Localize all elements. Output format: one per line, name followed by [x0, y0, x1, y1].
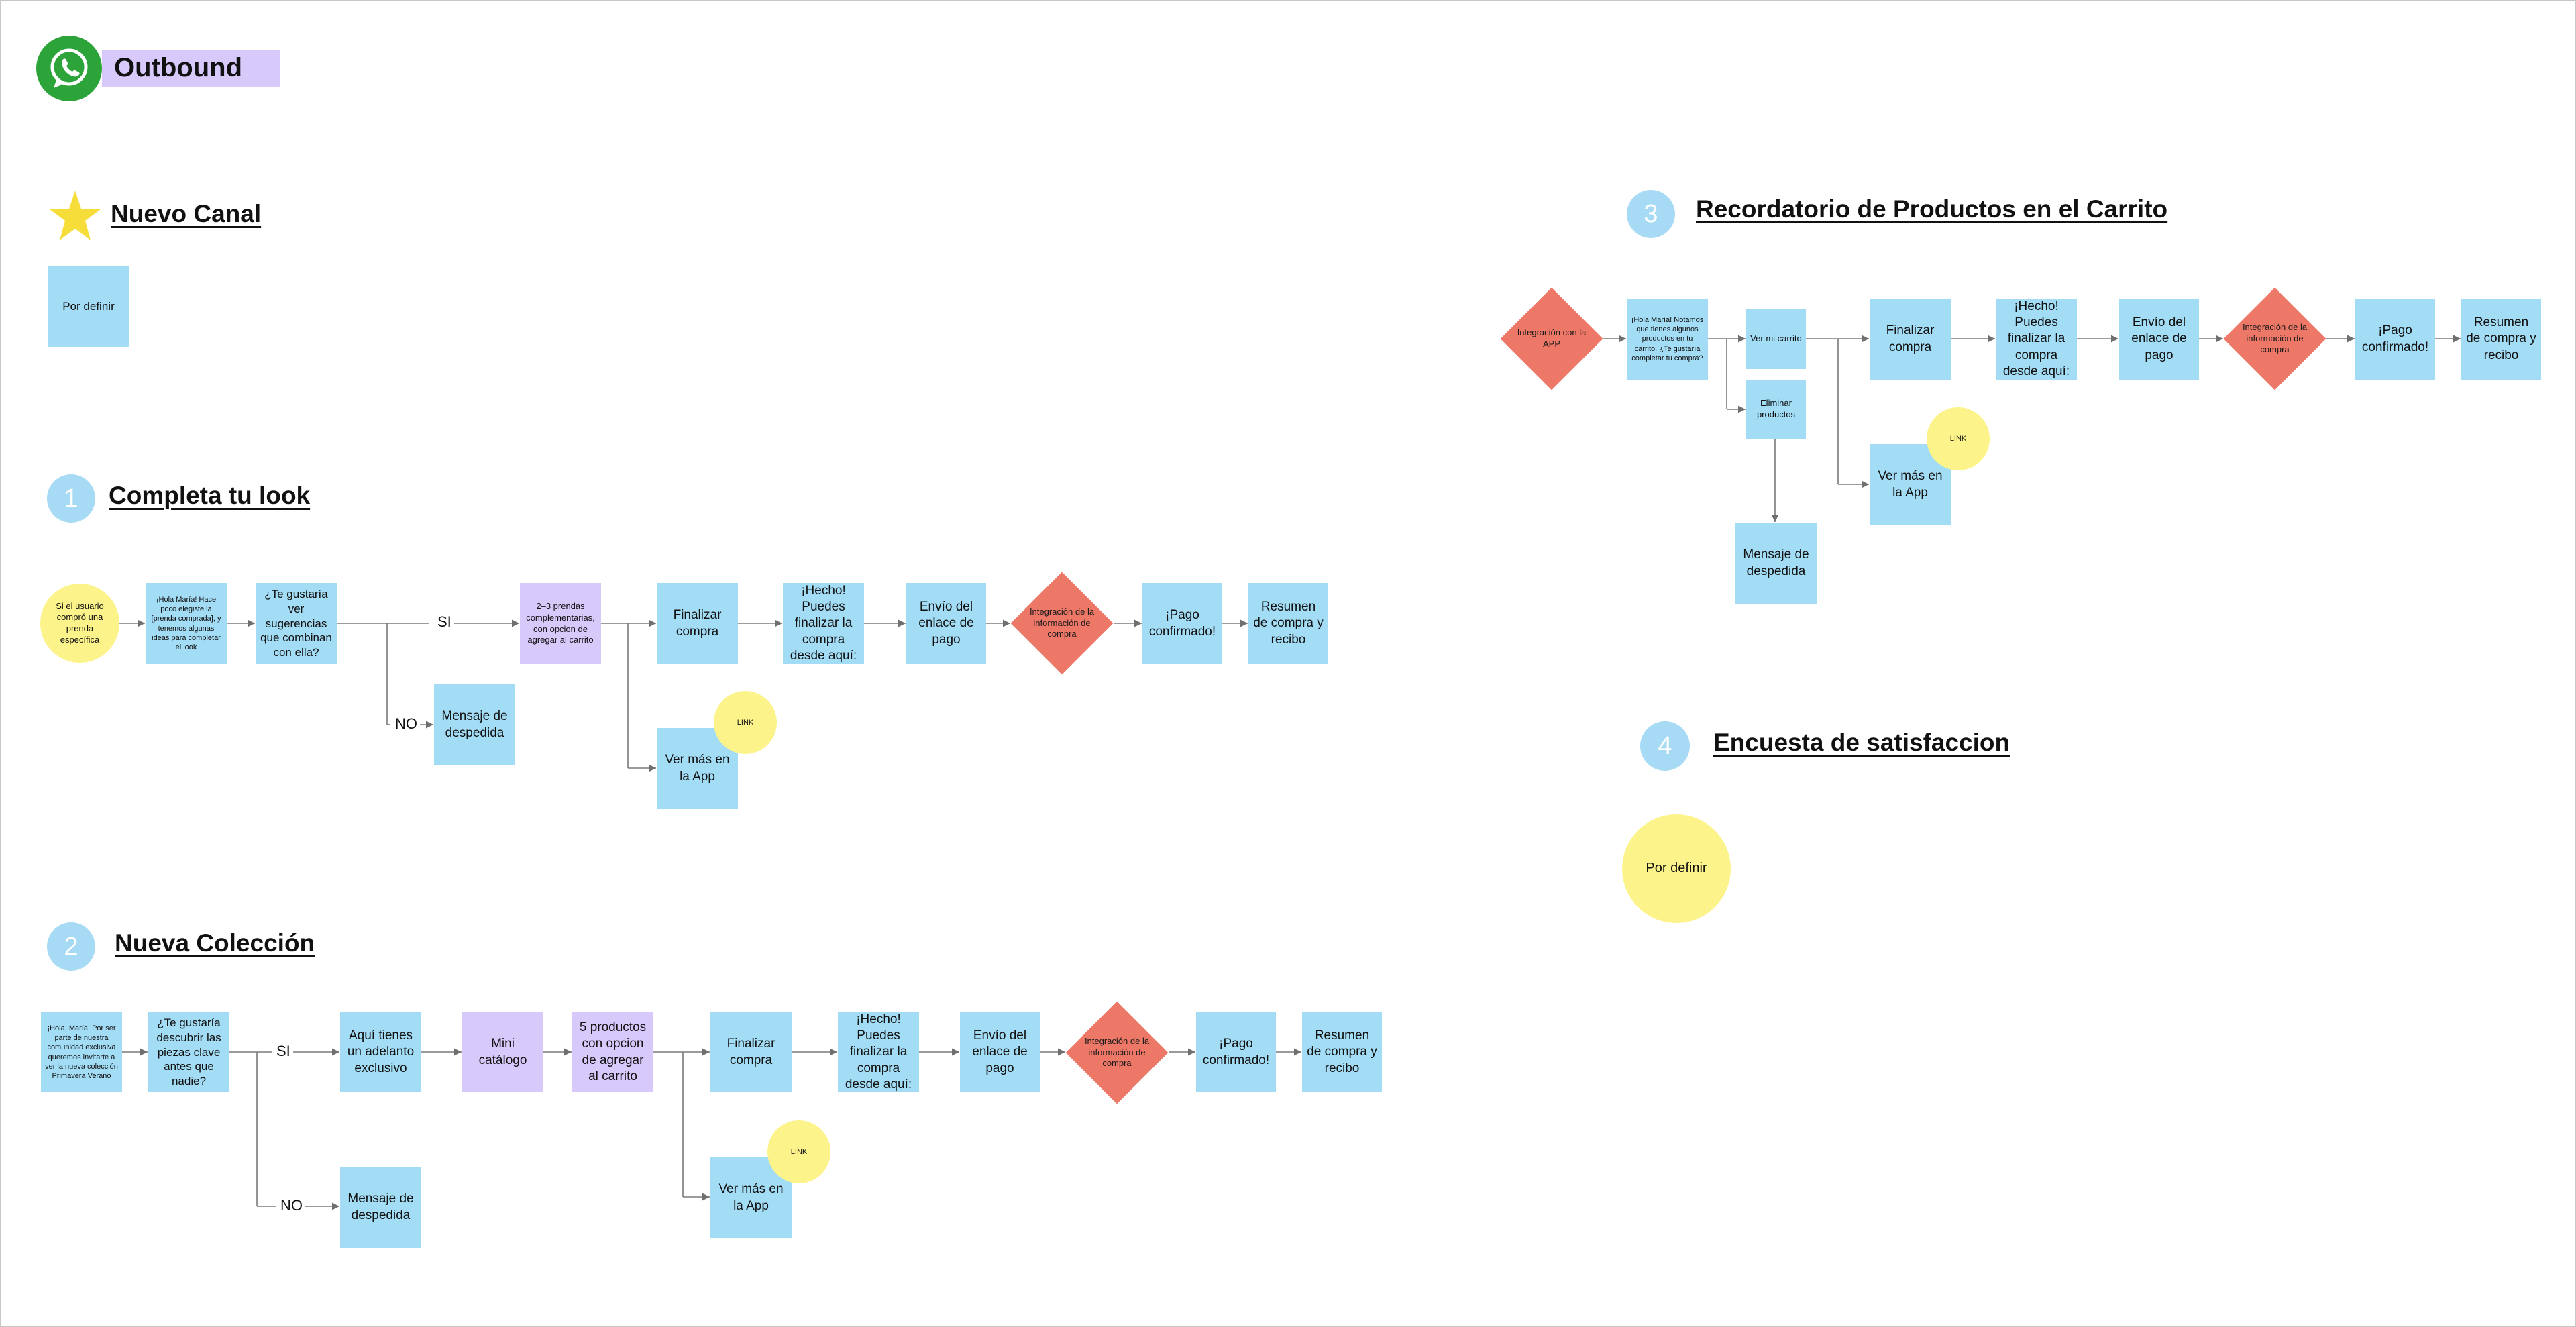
flow2-mini-catalog-note[interactable]: Mini catálogo [462, 1012, 543, 1092]
flow1-start-circle[interactable]: Si el usuario compró una prenda específi… [40, 584, 119, 663]
flow2-preview-note[interactable]: Aquí tienes un adelanto exclusivo [340, 1012, 421, 1092]
flow2-see-more-note[interactable]: Ver más en la App [710, 1157, 792, 1238]
flow2-no-label: NO [278, 1197, 305, 1214]
flow1-link-circle[interactable]: LINK [714, 691, 777, 754]
flow3-payment-link-note[interactable]: Envío del enlace de pago [2119, 299, 2199, 380]
flow4-placeholder-circle[interactable]: Por definir [1622, 814, 1731, 923]
flow3-see-more-note[interactable]: Ver más en la App [1870, 444, 1951, 525]
nuevo-canal-heading: Nuevo Canal [111, 200, 262, 227]
flow2-confirmed-note[interactable]: ¡Pago confirmado! [1196, 1012, 1276, 1092]
flow3-view-cart-note[interactable]: Ver mi carrito [1746, 309, 1806, 369]
flow1-payment-link-note[interactable]: Envío del enlace de pago [906, 583, 986, 664]
flow2-connectors [122, 1048, 1301, 1210]
flow1-confirmed-note[interactable]: ¡Pago confirmado! [1142, 583, 1222, 664]
flow3-integration-diamond[interactable]: Integración de la información de compra [2223, 287, 2326, 390]
flow1-see-more-note[interactable]: Ver más en la App [657, 728, 738, 809]
flow1-heading: Completa tu look [109, 482, 311, 509]
flow3-integration-label: Integración de la información de compra [2242, 322, 2308, 355]
flow3-confirmed-note[interactable]: ¡Pago confirmado! [2355, 299, 2435, 380]
flow3-done-note[interactable]: ¡Hecho! Puedes finalizar la compra desde… [1996, 299, 2077, 380]
flow1-integration-diamond[interactable]: Integración de la información de compra [1010, 572, 1114, 675]
flow2-message-note[interactable]: ¡Hola, María! Por ser parte de nuestra c… [41, 1012, 122, 1092]
flow3-summary-note[interactable]: Resumen de compra y recibo [2461, 299, 2541, 380]
flow3-link-circle[interactable]: LINK [1927, 407, 1990, 470]
flow2-integration-label: Integración de la información de compra [1084, 1036, 1150, 1069]
flow3-remove-note[interactable]: Eliminar productos [1746, 380, 1806, 439]
flow1-yes-label: SI [435, 613, 454, 631]
flow1-question-note[interactable]: ¿Te gustaría ver sugerencias que combina… [256, 583, 337, 664]
flow1-no-label: NO [392, 715, 420, 733]
star-icon [50, 191, 101, 240]
flow1-message-note[interactable]: ¡Hola María! Hace poco elegiste la [pren… [146, 583, 227, 664]
flow3-app-integration-label: Integración con la APP [1517, 327, 1587, 349]
flow2-checkout-note[interactable]: Finalizar compra [710, 1012, 792, 1092]
flow3-checkout-note[interactable]: Finalizar compra [1870, 299, 1951, 380]
flow1-goodbye-note[interactable]: Mensaje de despedida [434, 684, 515, 765]
flow3-app-integration-diamond[interactable]: Integración con la APP [1500, 287, 1603, 390]
flow1-done-note[interactable]: ¡Hecho! Puedes finalizar la compra desde… [783, 583, 864, 664]
flow2-link-circle[interactable]: LINK [767, 1120, 830, 1183]
flow3-goodbye-note[interactable]: Mensaje de despedida [1735, 523, 1817, 604]
outbound-title-badge: Outbound [102, 50, 280, 87]
flow2-payment-link-note[interactable]: Envío del enlace de pago [960, 1012, 1040, 1092]
nuevo-canal-placeholder[interactable]: Por definir [48, 266, 129, 347]
flow4-heading: Encuesta de satisfaccion [1713, 729, 2010, 756]
flow2-heading: Nueva Colección [115, 929, 315, 957]
whatsapp-icon [36, 36, 102, 101]
flow1-connectors [119, 619, 1248, 772]
flow1-checkout-note[interactable]: Finalizar compra [657, 583, 738, 664]
flow2-number: 2 [47, 922, 95, 971]
flow4-number: 4 [1640, 721, 1690, 771]
flow1-suggestions-note[interactable]: 2–3 prendas complementarias, con opcion … [520, 583, 601, 664]
flow1-summary-note[interactable]: Resumen de compra y recibo [1248, 583, 1328, 664]
flow3-number: 3 [1627, 190, 1675, 238]
flow2-products-note[interactable]: 5 productos con opcion de agregar al car… [572, 1012, 653, 1092]
flow2-goodbye-note[interactable]: Mensaje de despedida [340, 1167, 421, 1248]
flow1-integration-label: Integración de la información de compra [1029, 606, 1095, 639]
page-title: Outbound [114, 53, 243, 83]
flow2-question-note[interactable]: ¿Te gustaría descubrir las piezas clave … [148, 1012, 229, 1092]
flow2-yes-label: SI [274, 1043, 293, 1060]
flow3-heading: Recordatorio de Productos en el Carrito [1696, 195, 2168, 223]
flow2-done-note[interactable]: ¡Hecho! Puedes finalizar la compra desde… [838, 1012, 919, 1092]
flow3-message-note[interactable]: ¡Hola María! Notamos que tienes algunos … [1627, 299, 1708, 380]
flow2-summary-note[interactable]: Resumen de compra y recibo [1302, 1012, 1382, 1092]
flow1-number: 1 [47, 474, 95, 523]
flow3-connectors [1603, 335, 2461, 522]
flow2-integration-diamond[interactable]: Integración de la información de compra [1065, 1001, 1169, 1104]
